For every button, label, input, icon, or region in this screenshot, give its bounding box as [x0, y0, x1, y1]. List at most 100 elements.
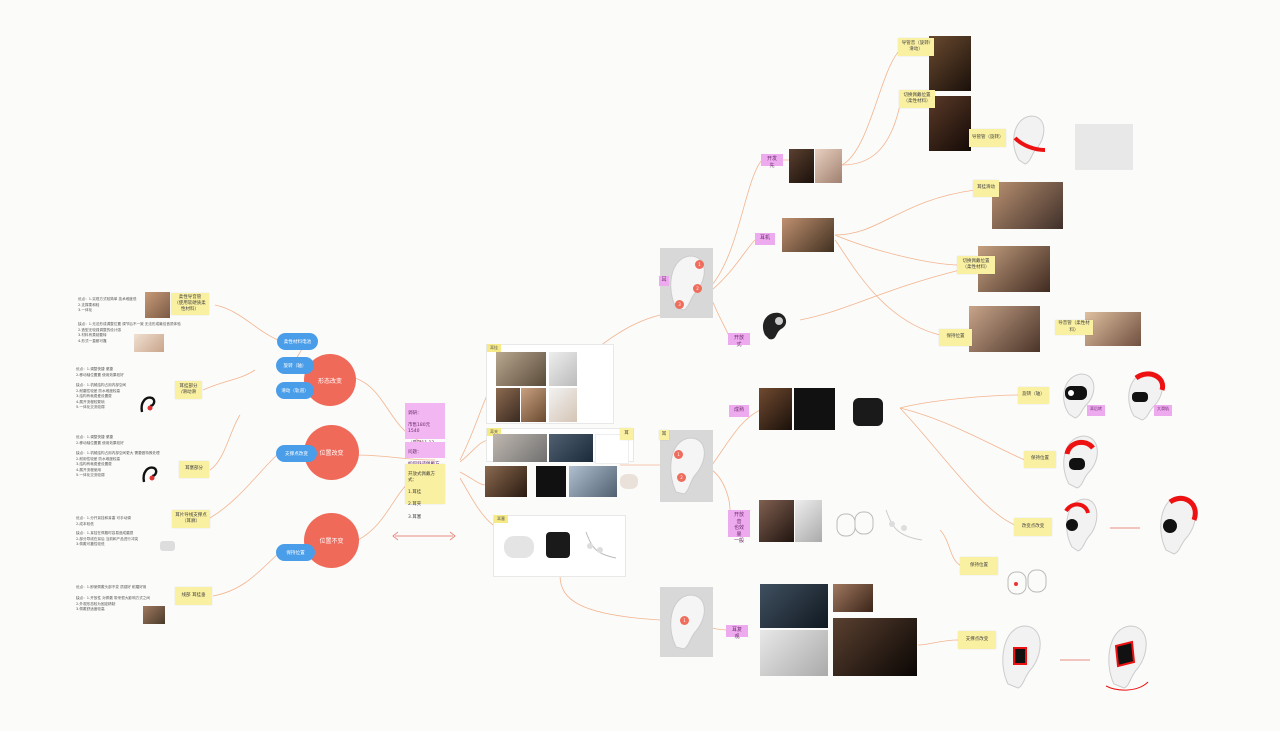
tag-clip-ear: 耳	[659, 430, 669, 440]
photo-r22	[833, 618, 917, 676]
sticky-slide-fit: 耳塞部分	[179, 461, 209, 478]
earbud-icon	[140, 464, 160, 486]
frame-ear-plug: 耳塞	[493, 515, 626, 577]
photo-clip-7	[620, 474, 638, 489]
photo-cable	[1075, 124, 1133, 170]
arrow-double-icon	[392, 527, 1140, 661]
ear-illustration-icon	[1058, 495, 1103, 553]
label-top-b[interactable]: 耳机	[755, 233, 775, 245]
sticky-r9: 保持位置	[1024, 451, 1056, 468]
photo-r2	[815, 149, 842, 183]
sticky-r11: 保持位置	[960, 557, 998, 575]
photo-hook-3	[496, 388, 520, 422]
sticky-rotate-fit: 耳挂部分 /滑动滑	[175, 381, 202, 399]
photo-r16	[833, 508, 878, 538]
frame-ear-hook: 耳挂	[486, 344, 614, 424]
photo-hook-5	[549, 388, 577, 422]
photo-clip-4	[485, 466, 527, 497]
photo-hook-4	[521, 388, 546, 422]
frame-ear-clip: 耳夹	[486, 428, 634, 464]
ear-illustration-icon	[1120, 368, 1172, 423]
sticky-r1: 导管音（旋转/滑动）	[898, 38, 934, 56]
sticky-support-fit: 耳片导线支撑点 （耳廓）	[172, 510, 210, 528]
label-mid-a[interactable]: 成熟	[729, 405, 749, 417]
note-research: 调研： 市售180元 1540 （最轻11 12 维形： 重佩戴，长度21mm	[405, 403, 445, 477]
photo-clip-1	[493, 434, 547, 462]
photo-r17	[882, 506, 927, 544]
ear-illustration-icon	[992, 620, 1050, 692]
photo-hook-2	[549, 352, 577, 386]
photo-plug-1	[504, 536, 534, 558]
tag-p1: 耳后转	[1087, 405, 1105, 416]
label-mid-b[interactable]: 开放音 也效果 一般	[728, 510, 750, 544]
photo-r1	[789, 149, 814, 183]
photo-head	[134, 334, 164, 352]
note-rotate-pros: 优点：1.调整快捷 便捷 2.移动轴位置置 使用效果较好	[76, 367, 124, 377]
label-bot[interactable]: 耳复观	[726, 625, 748, 640]
photo-r13	[853, 398, 883, 426]
note-keep-cons: 缺点：1.开放性 对佩戴 带来很大影响方式之间 2.外观形态较为固定精制 3.佩…	[76, 596, 150, 612]
pill-support-change[interactable]: 支撑点改变	[276, 445, 317, 462]
photo-clip-2	[549, 434, 593, 462]
photo-r9	[969, 306, 1040, 352]
frame-ear-hook-title: 耳挂	[487, 344, 501, 352]
photo-hook-1	[496, 352, 546, 386]
frame-ear-plug-title: 耳塞	[494, 515, 508, 523]
pill-rotate[interactable]: 旋转（轴）	[276, 357, 314, 374]
note-support-pros: 优点：1.分开耳挂和耳塞 可手动调 2.成本较低	[76, 516, 131, 526]
note-flex-cons: 缺点：1.无法形成调整位置 调节后不一致 无法形成最佳音质体验 2.造型无较强调…	[78, 322, 181, 343]
pill-slide[interactable]: 滑动（轨道）	[276, 382, 314, 399]
method-line-1: 1.耳挂	[408, 490, 422, 496]
photo-r15	[795, 500, 822, 542]
photo-earbuds	[160, 541, 175, 551]
method-line-2: 2.耳夹	[408, 502, 422, 508]
photo-r5	[929, 36, 971, 91]
pill-keep-position[interactable]: 保持位置	[276, 544, 315, 561]
sticky-r4: 耳挂滑动	[973, 180, 999, 197]
sticky-r12: 支撑点改变	[958, 631, 996, 649]
label-top-c[interactable]: 开放式	[728, 333, 750, 348]
note-wear-methods: 开放式佩戴方式： 1.耳挂 2.耳夹 3.耳塞	[405, 464, 445, 520]
tag-p2: 大滑轨	[1154, 405, 1172, 416]
photo-plug-3	[582, 528, 620, 564]
photo-r19	[760, 584, 828, 628]
sticky-flex-material: 柔性导音管 （使用软硬质柔性材料）	[171, 293, 209, 315]
method-line-3: 3.耳塞	[408, 514, 422, 520]
sticky-r10: 改变点改变	[1014, 518, 1052, 536]
sticky-r2: 切换佩戴位置 （柔性材料）	[899, 90, 935, 108]
tag-hook-ear: 耳	[659, 276, 669, 286]
photo-plug-2	[546, 532, 570, 558]
sticky-r7: 导音管（柔性材料）	[1055, 320, 1093, 335]
frame-ear-clip-title: 耳夹	[487, 428, 501, 436]
photo-ear-side	[145, 292, 170, 318]
note-rotate-cons: 缺点：1.机械结构占用内部空间 2.耐磨性较差 防水难度较高 3.结构有耗费爱设…	[76, 383, 127, 410]
note-keep-pros: 优点：1.即使佩戴头部不变 质感好 耐磨好用	[76, 585, 147, 589]
note-slide-pros: 优点：1.调整快捷 便捷 2.移动轴位置置 使用效果较好	[76, 435, 124, 445]
question-line-0: 问题：	[408, 450, 422, 456]
photo-r14	[759, 500, 794, 542]
earbud-icon	[138, 394, 158, 416]
ear-illustration-icon: 1 2	[660, 430, 713, 502]
photo-ear-red	[1005, 110, 1050, 168]
note-question: 问题： 如何舒适佩戴方式	[405, 442, 445, 473]
photo-r6	[929, 96, 971, 151]
ear-illustration-icon	[1055, 432, 1105, 490]
position-fixed-node[interactable]: 位置不变	[304, 513, 359, 568]
photo-r3	[782, 218, 834, 252]
research-line-1: 市售180元 1540	[408, 423, 431, 435]
ear-illustration-icon	[1098, 620, 1158, 692]
pill-material[interactable]: 柔性材料电池	[277, 333, 318, 350]
photo-clip-5	[536, 466, 566, 497]
photo-r20	[833, 584, 873, 612]
ear-illustration-icon	[1055, 370, 1103, 420]
sticky-r3: 导管管（旋转）	[969, 129, 1006, 147]
photo-r21	[760, 630, 828, 676]
photo-r11	[759, 388, 792, 430]
sticky-r5: 切换佩戴位置 （柔性材料）	[957, 256, 995, 274]
label-top-a[interactable]: 开发先	[761, 154, 783, 169]
ear-illustration-icon: 1	[660, 587, 713, 657]
note-slide-cons: 缺点：1.机械结构占用内部空间更大 需要做特殊处理 2.耐用性较差 防水难度较高…	[76, 451, 160, 478]
sticky-small-tag: 耳	[620, 428, 633, 440]
photo-r7	[992, 182, 1063, 229]
